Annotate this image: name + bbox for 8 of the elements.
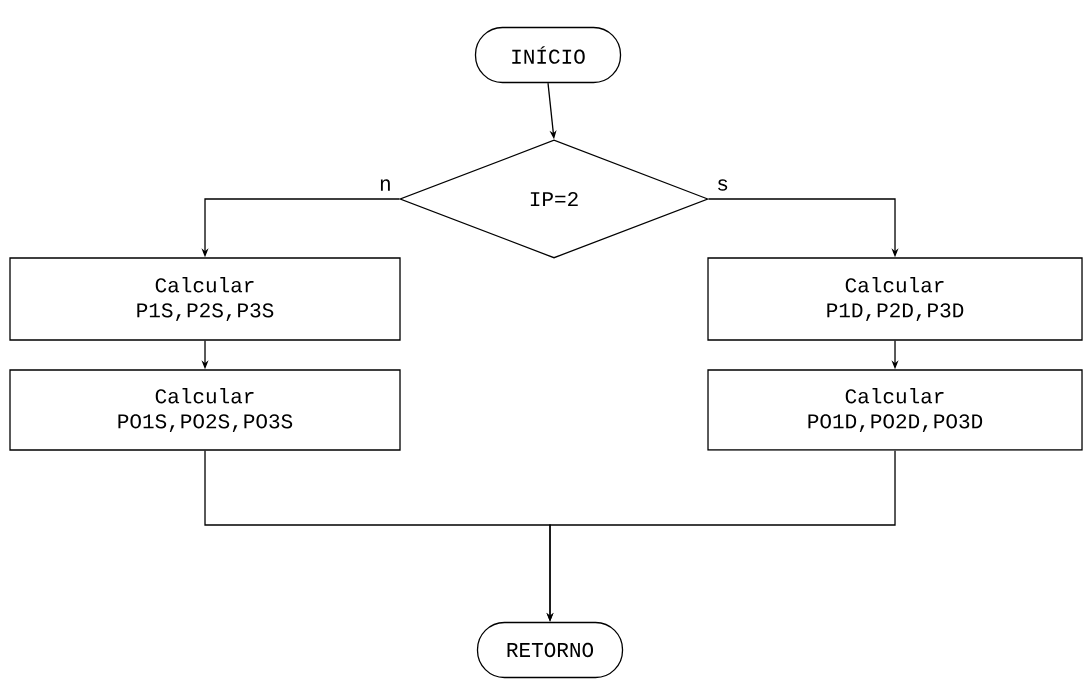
process-box: Calcular P1D,P2D,P3D [707,257,1083,341]
terminal-box: INÍCIO [474,26,622,84]
process-box: Calcular PO1S,PO2S,PO3S [9,369,401,451]
edge-label: s [715,178,730,192]
process-box: Calcular PO1D,PO2D,PO3D [707,369,1083,451]
terminal-box: RETORNO [476,621,624,679]
process-box: Calcular P1S,P2S,P3S [9,257,401,341]
edge-label: n [378,178,393,192]
